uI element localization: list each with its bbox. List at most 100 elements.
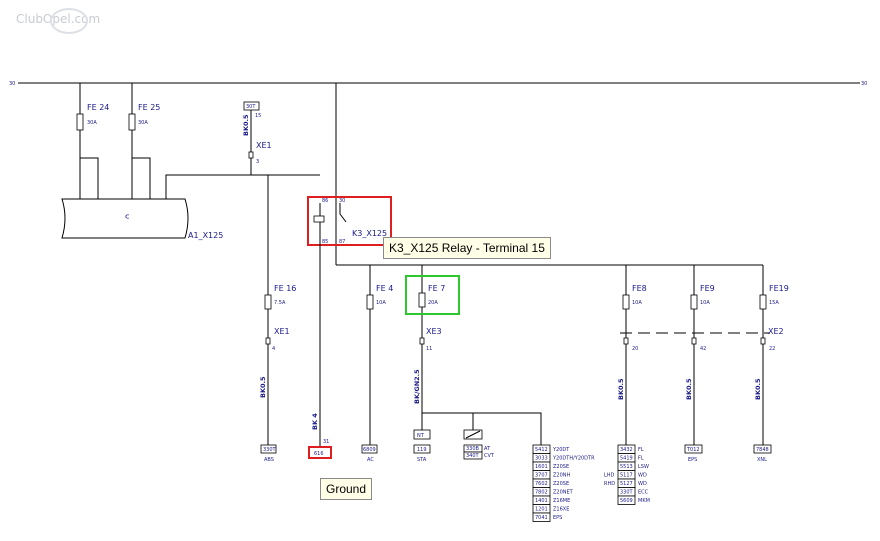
terminal-30t-number: 15 <box>255 113 261 119</box>
xe2-pin-a: 20 <box>632 346 638 352</box>
engine-name: Z20SE <box>553 464 569 470</box>
block-at-sub2 <box>463 451 483 460</box>
engine-name: EPS <box>553 515 562 521</box>
fuse-fe4[interactable] <box>366 294 374 310</box>
block-at-label1: AT <box>484 446 491 452</box>
lamp-name: FL <box>638 456 644 462</box>
engine-code: 1201 <box>535 507 548 513</box>
fuse-fe8[interactable] <box>622 294 630 310</box>
engine-name: Z20SE <box>553 481 569 487</box>
lamp-name: LSW <box>638 464 649 470</box>
fe7-rating: 20A <box>428 300 438 306</box>
fe19-label: FE19 <box>769 284 789 293</box>
terminal-30t-label: 30T <box>246 104 256 110</box>
control-unit-a1-x125[interactable] <box>61 198 189 239</box>
engine-code: 7802 <box>535 490 548 496</box>
connector-xe1-bottom[interactable] <box>265 337 271 345</box>
relay-coil <box>313 215 325 223</box>
xe2-pin-b: 42 <box>700 346 706 352</box>
relay-label: K3_X125 <box>352 229 387 238</box>
lamp-code: 5117 <box>620 473 633 479</box>
block-abs[interactable] <box>260 444 277 454</box>
wire-label-bk4: BK 4 <box>311 413 319 430</box>
lamp-code: 5609 <box>620 498 633 504</box>
wire-label-xe3: BK/GN2.5 <box>413 369 421 404</box>
lamp-code: 5419 <box>620 456 633 462</box>
block-abs-code: 330T <box>263 447 277 453</box>
ground-tooltip: Ground <box>320 478 373 500</box>
block-sta-sub-code: 119 <box>417 447 427 453</box>
block-abs-label: ABS <box>264 457 274 463</box>
wire-label-xe1-bottom: BK0.5 <box>259 376 267 398</box>
xe1-top-pin: 3 <box>256 159 259 165</box>
engine-code: 5412 <box>535 447 548 453</box>
ground-pin: 31 <box>323 439 329 445</box>
xe2-pin-fe9[interactable] <box>691 337 697 345</box>
xe2-pin-c: 22 <box>769 346 775 352</box>
lamp-name: MKM <box>638 498 650 504</box>
relay-tooltip: K3_X125 Relay - Terminal 15 <box>383 237 551 259</box>
wire-label-fe19: BK0.5 <box>754 378 762 400</box>
fuse-fe25[interactable] <box>128 113 136 131</box>
fuse-fe7[interactable] <box>418 292 426 308</box>
connector-xe3[interactable] <box>419 337 425 345</box>
block-sta-code: NT <box>417 433 425 439</box>
fe8-label: FE8 <box>632 284 647 293</box>
xe2-pin-fe19[interactable] <box>760 337 766 345</box>
engine-code-cell <box>532 512 551 522</box>
lamp-lhd-label: LHD <box>604 473 615 479</box>
block-sta-sub <box>413 444 431 454</box>
engine-code: 3033 <box>535 456 548 462</box>
lamp-rhd-label: RHD <box>604 481 615 487</box>
block-at-code2: 340T <box>466 453 480 459</box>
watermark-swoosh <box>50 8 88 34</box>
engine-name: Z16ME <box>553 498 570 504</box>
ground-label: 616 <box>314 451 324 457</box>
fuse-fe19[interactable] <box>759 294 767 310</box>
block-at-code1: 330B <box>466 446 480 452</box>
fe4-rating: 10A <box>376 300 386 306</box>
rail-left-label: 30 <box>9 81 15 87</box>
xe1-bottom-label: XE1 <box>274 327 290 336</box>
block-eps[interactable] <box>684 444 703 454</box>
fe16-label: FE 16 <box>274 284 296 293</box>
block-ac[interactable] <box>361 444 378 454</box>
ground-616-highlight[interactable] <box>308 446 332 459</box>
fuse-fe16[interactable] <box>264 294 272 310</box>
rail-right-label: 30 <box>861 81 867 87</box>
fe9-label: FE9 <box>700 284 715 293</box>
fe25-rating: 30A <box>138 120 148 126</box>
engine-name: Y20DTH/Y20DTR <box>552 456 595 462</box>
block-at-label2: CVT <box>484 453 495 459</box>
fe4-label: FE 4 <box>376 284 393 293</box>
fe19-rating: 15A <box>769 300 779 306</box>
wire-label-bk05-top: BK0.5 <box>242 114 250 136</box>
lamp-code: 5127 <box>620 481 633 487</box>
block-xnl[interactable] <box>753 444 772 454</box>
block-sta-label: STA <box>417 457 427 463</box>
fuse-fe9[interactable] <box>690 294 698 310</box>
fuse-fe24[interactable] <box>76 113 84 131</box>
xe3-label: XE3 <box>426 327 442 336</box>
fe24-label: FE 24 <box>87 103 109 112</box>
relay-highlight-frame[interactable] <box>307 196 392 246</box>
relay-pin-30: 30 <box>339 198 345 204</box>
xe2-pin-fe8[interactable] <box>623 337 629 345</box>
block-eps-code: T012 <box>686 447 700 453</box>
fe7-highlight-frame[interactable] <box>405 275 460 315</box>
lamp-code: 330T <box>620 490 634 496</box>
control-unit-label: A1_X125 <box>188 231 223 240</box>
wire-label-fe9: BK0.5 <box>685 378 693 400</box>
engine-code: 3707 <box>535 473 548 479</box>
engine-name: Y20DT <box>552 447 570 453</box>
lamp-code: 5513 <box>620 464 633 470</box>
xe1-top-label: XE1 <box>256 141 272 150</box>
block-sta[interactable] <box>413 429 431 440</box>
fe24-rating: 30A <box>87 120 97 126</box>
lamp-code-cell <box>617 495 636 505</box>
connector-xe1-top[interactable] <box>248 151 254 159</box>
block-ac-code: 6809 <box>363 447 376 453</box>
